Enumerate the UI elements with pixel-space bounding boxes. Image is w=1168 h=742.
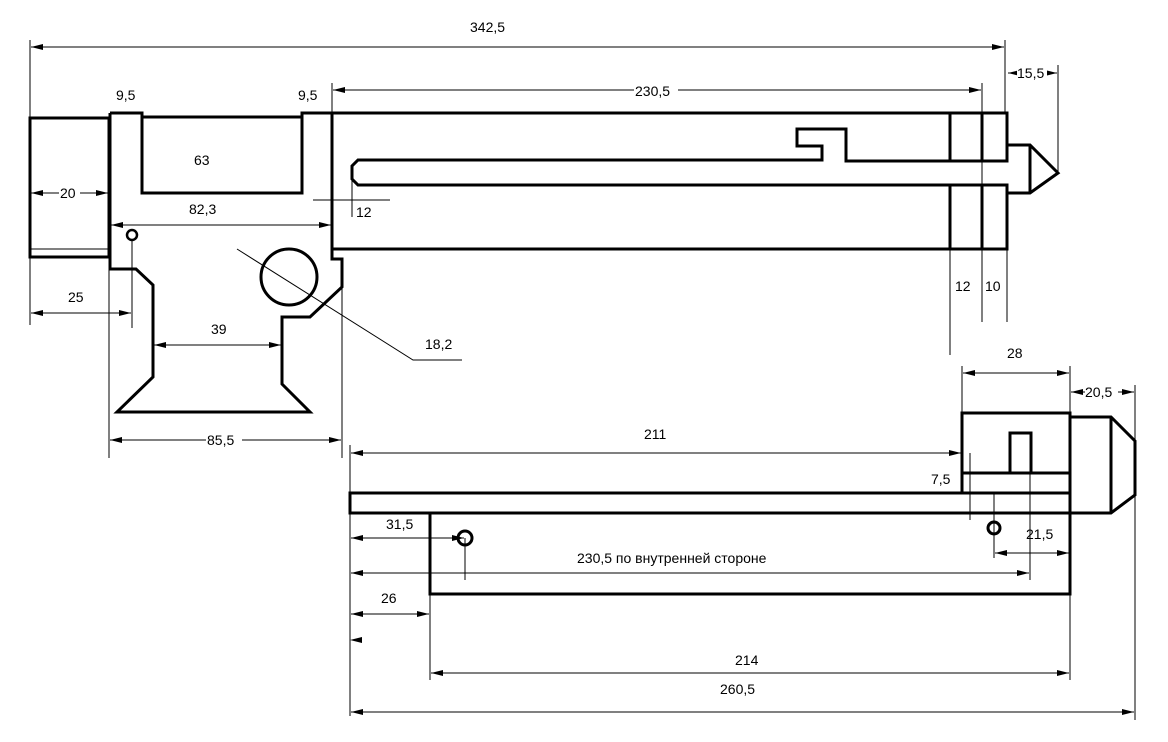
body bbox=[428, 511, 1072, 596]
dim-label-overall-length: 260,5 bbox=[720, 681, 755, 697]
small-hole bbox=[125, 228, 139, 242]
top-view-part bbox=[28, 111, 1061, 414]
dim-label-body-length: 214 bbox=[735, 652, 759, 668]
dim-label-inner-length: 230,5 по внутренней стороне bbox=[577, 550, 767, 566]
dim-label-left-block: 20 bbox=[60, 185, 76, 201]
dim-label-left-hole: 31,5 bbox=[386, 516, 413, 532]
dim-label-circle-diameter: 18,2 bbox=[425, 336, 452, 352]
bottom-view-part bbox=[348, 411, 1137, 596]
dim-label-tip: 15,5 bbox=[1017, 65, 1044, 81]
dim-label-right-hole: 21,5 bbox=[1026, 526, 1053, 542]
large-hole bbox=[259, 247, 319, 307]
tip bbox=[1007, 143, 1061, 195]
dim-label-slot-end: 12 bbox=[356, 204, 372, 220]
dim-label-jaw-b: 10 bbox=[985, 278, 1001, 294]
dim-label-bar-to-block: 211 bbox=[644, 426, 667, 442]
dim-label-body-length: 230,5 bbox=[635, 83, 670, 99]
dim-label-jaw-a: 12 bbox=[955, 278, 971, 294]
dim-label-cap: 20,5 bbox=[1085, 384, 1112, 400]
dim-label-left-tab: 9,5 bbox=[116, 87, 136, 103]
bottom-view-dimensions: 28 20,5 211 7,5 31,5 21,5 230,5 по внутр… bbox=[349, 345, 1136, 720]
dim-label-frame-outer: 85,5 bbox=[207, 432, 234, 448]
dim-label-slot-width: 63 bbox=[194, 152, 210, 168]
dim-label-handle-neck: 39 bbox=[211, 321, 227, 337]
dim-label-frame-inner: 82,3 bbox=[189, 201, 216, 217]
top-view-dimensions: 342,5 230,5 15,5 9,5 9,5 63 20 82,3 12 2… bbox=[29, 19, 1059, 458]
dim-label-hole-offset: 25 bbox=[68, 289, 84, 305]
dim-label-step: 7,5 bbox=[931, 471, 951, 487]
bar bbox=[348, 491, 1072, 515]
end-cap bbox=[1070, 415, 1137, 515]
end-block bbox=[960, 411, 1072, 493]
main-body-outline bbox=[108, 111, 1009, 414]
block-slot bbox=[1008, 431, 1033, 475]
dim-label-overall-length: 342,5 bbox=[470, 19, 505, 35]
dim-label-block-width: 28 bbox=[1007, 345, 1023, 361]
dim-label-body-offset: 26 bbox=[381, 590, 397, 606]
dim-label-right-tab: 9,5 bbox=[298, 87, 318, 103]
